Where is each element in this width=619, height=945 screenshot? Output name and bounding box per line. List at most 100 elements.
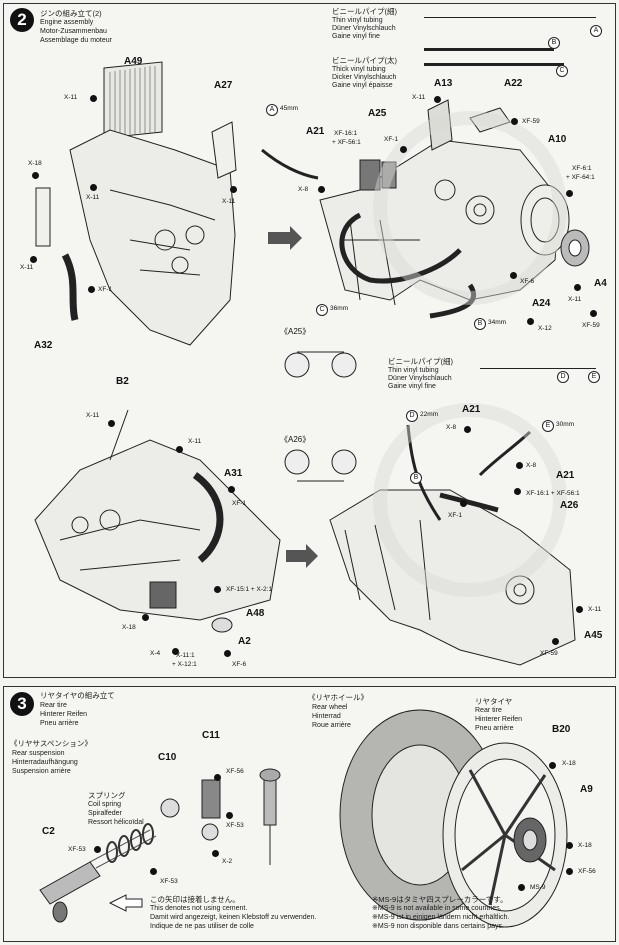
label-x11-h: X-11 (588, 606, 602, 613)
susp-title-jp: 《リヤサスペンション》 (10, 739, 92, 748)
step2-artwork (34, 61, 590, 666)
spring-label-de: Spiralfeder (88, 810, 122, 817)
cement-dot (510, 272, 517, 279)
tire-label-fr: Pneu arrière (475, 725, 514, 732)
susp-title-en: Rear suspension (12, 750, 65, 757)
cement-dot (176, 446, 183, 453)
part-a27: A27 (214, 80, 233, 91)
label-x8-b: X-8 (446, 424, 457, 431)
tube-a-length: 45mm (280, 105, 299, 112)
note-en: This denotes not using cement. (150, 905, 248, 912)
label-x8: X-8 (298, 186, 309, 193)
tubing-thin2-de: Düner Vinylschlauch (388, 375, 452, 382)
cement-dot (30, 256, 37, 263)
label-x11-a: X-11 (64, 94, 78, 101)
part-a10: A10 (548, 134, 567, 145)
label-xf1-c: XF-1 (232, 500, 247, 507)
susp-title-de: Hinterradaufhängung (12, 759, 78, 766)
tubing-thick-jp: ビニールパイプ(太) (332, 56, 397, 65)
tubing-thin-de: Düner Vinylschlauch (332, 25, 396, 32)
tube-d-length: 22mm (420, 411, 439, 418)
label-xf1-b: XF-1 (384, 136, 399, 143)
tube-b2-marker: B (410, 472, 422, 484)
part-a31: A31 (224, 468, 243, 479)
wheel-title-fr: Roue arrière (312, 722, 351, 729)
tubing-thick-de: Dicker Vinylschlauch (332, 74, 397, 81)
spring-label-fr: Ressort hélicoïdal (88, 819, 144, 826)
part-a22: A22 (504, 78, 523, 89)
tubing-thin2-jp: ビニールパイプ(細) (388, 357, 453, 366)
part-a4: A4 (594, 278, 607, 289)
tire-label-en: Rear tire (475, 707, 502, 714)
label-xf56-b: XF-56 (578, 868, 596, 875)
part-c2: C2 (42, 826, 55, 837)
cement-dot (224, 650, 231, 657)
tube-e-marker: E (542, 420, 554, 432)
label-xf56-a: XF-56 (226, 768, 244, 775)
note-fr: Indique de ne pas utiliser de colle (150, 923, 254, 930)
label-xf59-c: XF-59 (540, 650, 558, 657)
label-xf59-b: XF-59 (582, 322, 600, 329)
part-a32: A32 (34, 340, 53, 351)
cement-dot (516, 462, 523, 469)
cement-dot (460, 500, 467, 507)
step3-title-de: Hinterer Reifen (40, 711, 88, 718)
cement-dot (318, 186, 325, 193)
tubing-thin-fr: Gaine vinyl fine (332, 33, 380, 40)
label-x11-g: X-11 (188, 438, 202, 445)
tube-marker-e: E (588, 371, 600, 383)
tube-c-marker: C (316, 304, 328, 316)
part-a24: A24 (532, 298, 551, 309)
cement-dot (150, 868, 157, 875)
cement-dot (434, 96, 441, 103)
cement-dot (576, 606, 583, 613)
tire-label-jp: リヤタイヤ (475, 697, 513, 706)
cement-dot (90, 95, 97, 102)
part-a26: A26 (560, 500, 579, 511)
tubing-thick-scale-c (424, 63, 564, 66)
cement-dot (464, 426, 471, 433)
tubing-thick-en: Thick vinyl tubing (332, 66, 386, 73)
part-a21-b: A21 (462, 404, 481, 415)
part-a13: A13 (434, 78, 453, 89)
tubing-thin-en: Thin vinyl tubing (332, 17, 383, 24)
spring-label-jp: スプリング (88, 791, 126, 800)
note-jp: この矢印は接着しません。 (150, 895, 240, 904)
label-xf53-b: XF-53 (68, 846, 86, 853)
label-xf6-top: XF-6:1 (572, 165, 592, 172)
label-x2: X-2 (222, 858, 233, 865)
label-xf1-d: XF-1 (448, 512, 463, 519)
label-ms9: MS-9 (530, 884, 546, 891)
cement-dot (94, 846, 101, 853)
cement-dot (511, 118, 518, 125)
cement-dot (552, 638, 559, 645)
cement-dot (400, 146, 407, 153)
cement-dot (566, 842, 573, 849)
cement-dot (32, 172, 39, 179)
cement-dot (214, 774, 221, 781)
label-xf6-b: XF-6 (232, 661, 247, 668)
part-c10: C10 (158, 752, 177, 763)
tubing-thin2-en: Thin vinyl tubing (388, 367, 439, 374)
tube-b-marker: B (474, 318, 486, 330)
subview-a25-label: 《A25》 (280, 327, 311, 336)
label-x11-c: X-11 (222, 198, 236, 205)
step2-number: 2 (10, 8, 34, 32)
note-de: Damit wird angezeigt, keinen Klebstoff z… (150, 914, 317, 921)
tube-a-marker: A (266, 104, 278, 116)
cement-dot (566, 190, 573, 197)
tube-e-length: 30mm (556, 421, 575, 428)
label-x11-b: X-11 (86, 194, 100, 201)
step3-number: 3 (10, 692, 34, 716)
part-a45: A45 (584, 630, 603, 641)
part-a21-c: A21 (556, 470, 575, 481)
part-b20: B20 (552, 724, 571, 735)
label-x4: X-4 (150, 650, 161, 657)
tube-marker-b: B (548, 37, 560, 49)
cement-dot (108, 420, 115, 427)
ms9-note-en: ※MS-9 is not available in some countries… (372, 905, 502, 912)
label-x11-12: X-11:1 (176, 652, 195, 659)
step2-title-de: Motor-Zusammenbau (40, 28, 107, 35)
part-a21: A21 (306, 126, 325, 137)
